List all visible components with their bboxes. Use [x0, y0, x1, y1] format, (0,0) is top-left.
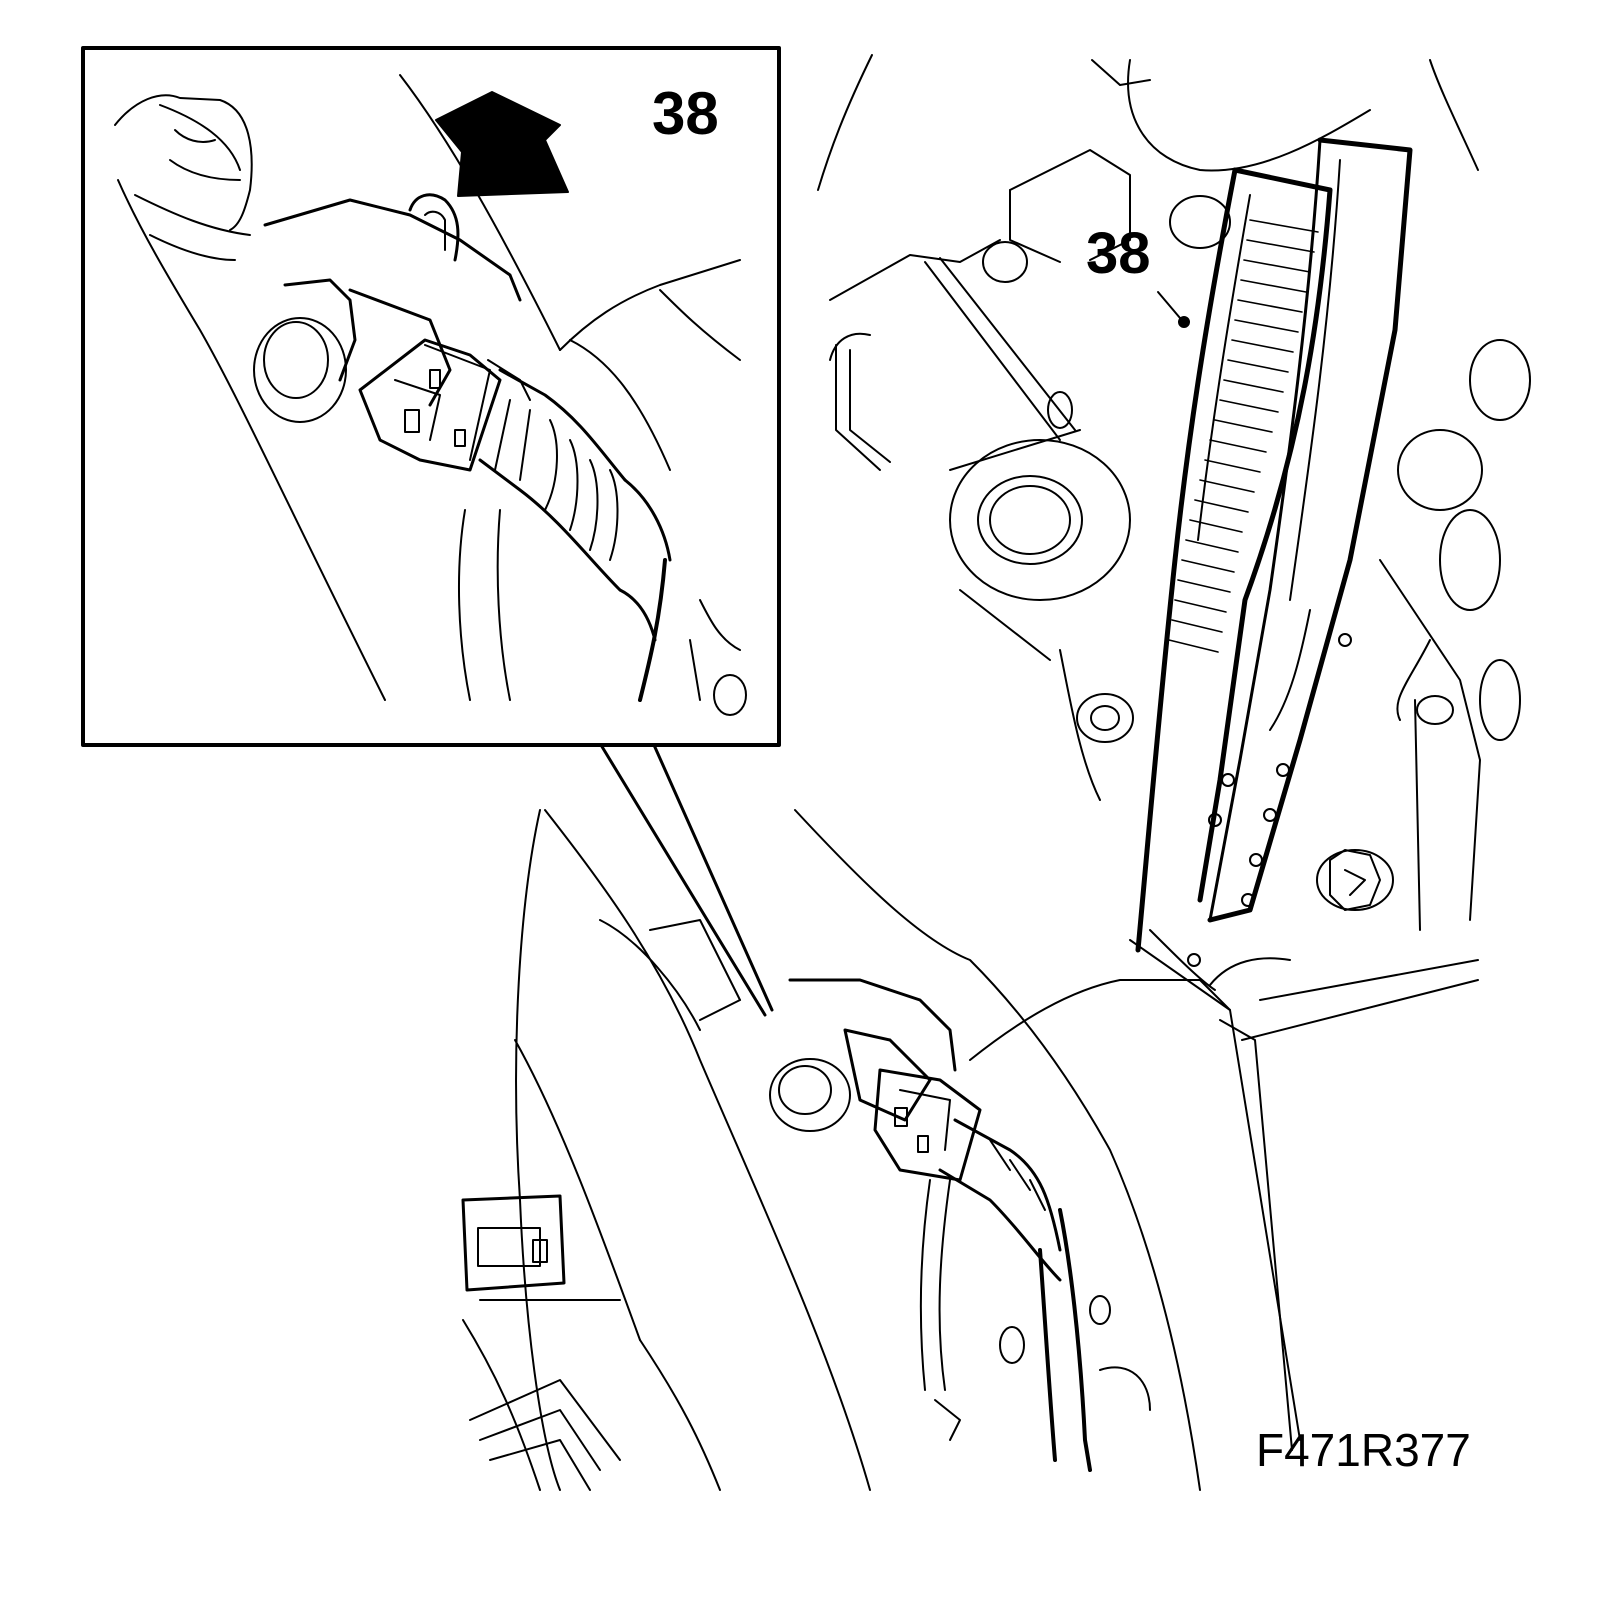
inset-callout-number: 38 — [652, 80, 719, 147]
figure-id: F471R377 — [1256, 1424, 1471, 1476]
main-drawing — [463, 55, 1530, 1490]
direction-arrow — [436, 92, 568, 196]
inset-view — [83, 48, 779, 745]
main-callout-number: 38 — [1086, 221, 1151, 286]
main-callout-leader — [1158, 292, 1189, 327]
belt-ribs — [1169, 220, 1318, 652]
zoom-projection-lines — [601, 745, 772, 1015]
